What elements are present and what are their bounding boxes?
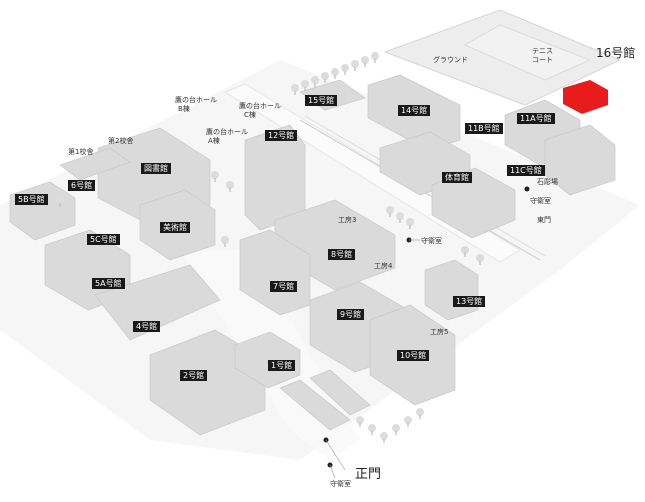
label-building-7[interactable]: 7号館	[270, 281, 298, 292]
text-guard-room-east-road: 守衛室	[421, 237, 442, 245]
text-a-wing: A棟	[208, 137, 220, 145]
text-first-building: 第1校舎	[68, 148, 94, 156]
label-building-10[interactable]: 10号館	[397, 350, 430, 361]
label-building-2[interactable]: 2号館	[180, 370, 208, 381]
label-museum[interactable]: 美術館	[160, 222, 190, 233]
label-building-5a[interactable]: 5A号館	[92, 278, 125, 289]
text-ground: グラウンド	[433, 56, 468, 64]
label-building-15[interactable]: 15号館	[305, 95, 338, 106]
label-building-12[interactable]: 12号館	[265, 130, 298, 141]
building-16-highlight	[563, 80, 608, 114]
text-workshop-5: 工房5	[430, 328, 449, 336]
label-building-4[interactable]: 4号館	[133, 321, 161, 332]
label-building-1[interactable]: 1号館	[268, 360, 296, 371]
label-building-5b[interactable]: 5B号館	[15, 194, 48, 205]
label-building-8[interactable]: 8号館	[328, 249, 356, 260]
label-gymnasium[interactable]: 体育館	[442, 172, 472, 183]
text-guard-room-east: 守衛室	[530, 197, 551, 205]
dot-icon	[524, 186, 530, 192]
label-building-11b[interactable]: 11B号館	[465, 123, 503, 134]
label-main-gate[interactable]: 正門	[355, 467, 382, 482]
label-building-13[interactable]: 13号館	[453, 296, 486, 307]
text-east-gate: 東門	[537, 216, 551, 224]
label-building-6[interactable]: 6号館	[68, 180, 96, 191]
label-building-5c[interactable]: 5C号館	[87, 234, 120, 245]
text-second-building: 第2校舎	[108, 137, 134, 145]
text-takanodai-hall-a: 鷹の台ホール	[206, 128, 248, 136]
text-workshop-4: 工房4	[374, 262, 393, 270]
text-court: コート	[532, 56, 553, 64]
text-guard-room-main: 守衛室	[330, 480, 351, 488]
label-building-14[interactable]: 14号館	[398, 105, 431, 116]
label-building-9[interactable]: 9号館	[337, 309, 365, 320]
label-building-11c[interactable]: 11C号館	[507, 165, 545, 176]
text-tennis: テニス	[532, 47, 553, 55]
text-b-wing: B棟	[178, 105, 190, 113]
text-stone-carving-yard: 石彫場	[537, 178, 558, 186]
label-building-16[interactable]: 16号館	[596, 46, 636, 60]
label-building-11a[interactable]: 11A号館	[517, 113, 555, 124]
text-takanodai-hall-b: 鷹の台ホール	[175, 96, 217, 104]
text-takanodai-hall-c: 鷹の台ホール	[239, 102, 281, 110]
label-library[interactable]: 図書館	[141, 163, 171, 174]
text-c-wing: C棟	[244, 111, 256, 119]
text-workshop-3: 工房3	[338, 216, 357, 224]
